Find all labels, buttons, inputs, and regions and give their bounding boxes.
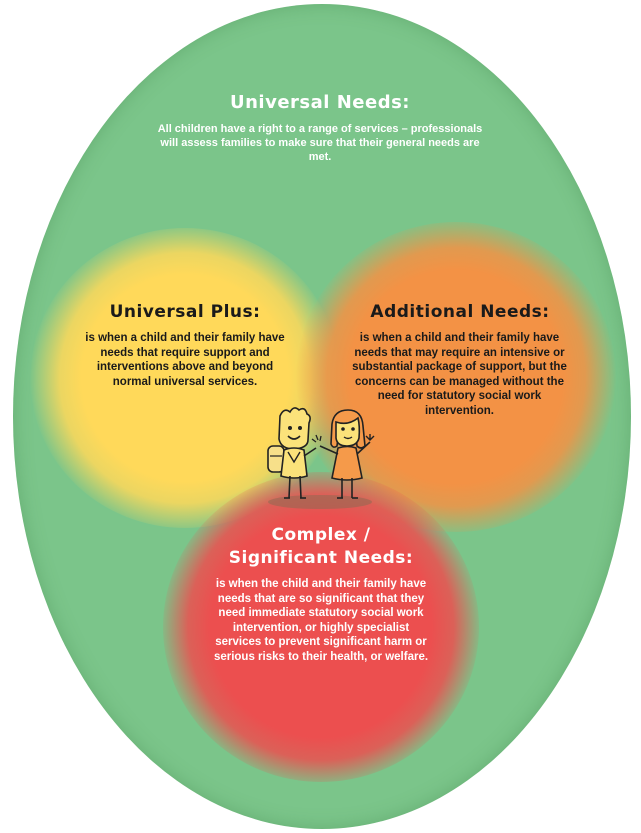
universal-plus-title: Universal Plus: xyxy=(109,302,261,322)
universal-plus-text: is when a child and their family have ne… xyxy=(85,332,285,388)
universal-needs-title: Universal Needs: xyxy=(230,92,410,113)
complex-needs-title: Complex / Significant Needs: xyxy=(190,524,452,570)
two-children-icon xyxy=(267,407,375,509)
complex-needs-title-line2: Significant Needs: xyxy=(228,548,414,568)
universal-needs-text: All children have a right to a range of … xyxy=(157,123,483,163)
complex-needs-region xyxy=(163,472,479,782)
additional-needs-text: is when a child and their family have ne… xyxy=(352,332,567,417)
complex-needs-title-line1: Complex / xyxy=(271,525,371,545)
complex-needs-text: is when the child and their family have … xyxy=(213,578,429,663)
additional-needs-title: Additional Needs: xyxy=(370,302,550,322)
